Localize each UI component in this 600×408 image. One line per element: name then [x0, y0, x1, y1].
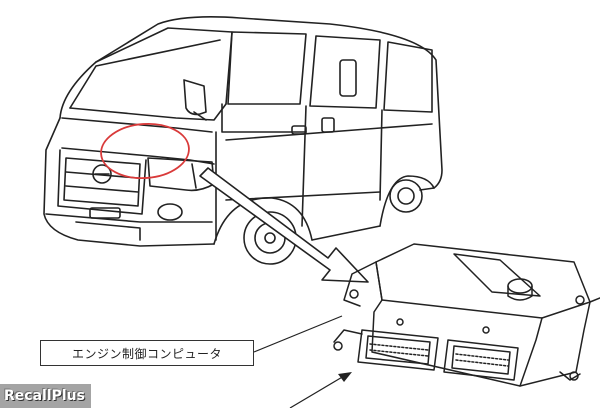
leader-arrow-bottom: [289, 375, 345, 408]
leader-line-label: [253, 315, 343, 353]
van-illustration: [43, 16, 443, 265]
highlight-circle: [100, 122, 190, 180]
ecu-callout-label: エンジン制御コンピュータ: [40, 340, 254, 366]
ecu-illustration: [333, 243, 600, 387]
pointer-arrow-icon: [199, 167, 369, 283]
leader-arrowhead-icon: [338, 372, 352, 382]
watermark-logo: RecallPlus: [0, 384, 91, 408]
